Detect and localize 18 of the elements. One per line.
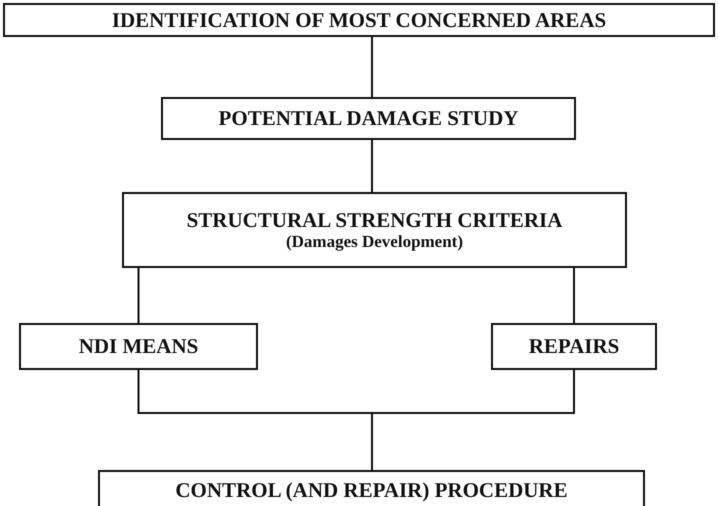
box-heading: REPAIRS [528, 334, 620, 359]
box-heading: NDI MEANS [78, 334, 198, 359]
process-box [491, 323, 657, 370]
connector-line [371, 140, 373, 192]
connector-line [573, 268, 575, 323]
box-subtitle: (Damages Development) [286, 232, 464, 252]
box-heading: CONTROL (AND REPAIR) PROCEDURE [175, 478, 568, 502]
box-heading: STRUCTURAL STRENGTH CRITERIA [186, 208, 562, 232]
box-heading: POTENTIAL DAMAGE STUDY [218, 106, 518, 131]
connector-line [371, 37, 373, 97]
process-box [161, 97, 576, 140]
process-box [98, 470, 645, 506]
connector-line [371, 370, 575, 470]
title-box [3, 3, 715, 37]
process-box [122, 192, 627, 268]
process-box [19, 323, 258, 370]
connector-line [138, 268, 140, 323]
box-heading: IDENTIFICATION OF MOST CONCERNED AREAS [112, 8, 606, 32]
